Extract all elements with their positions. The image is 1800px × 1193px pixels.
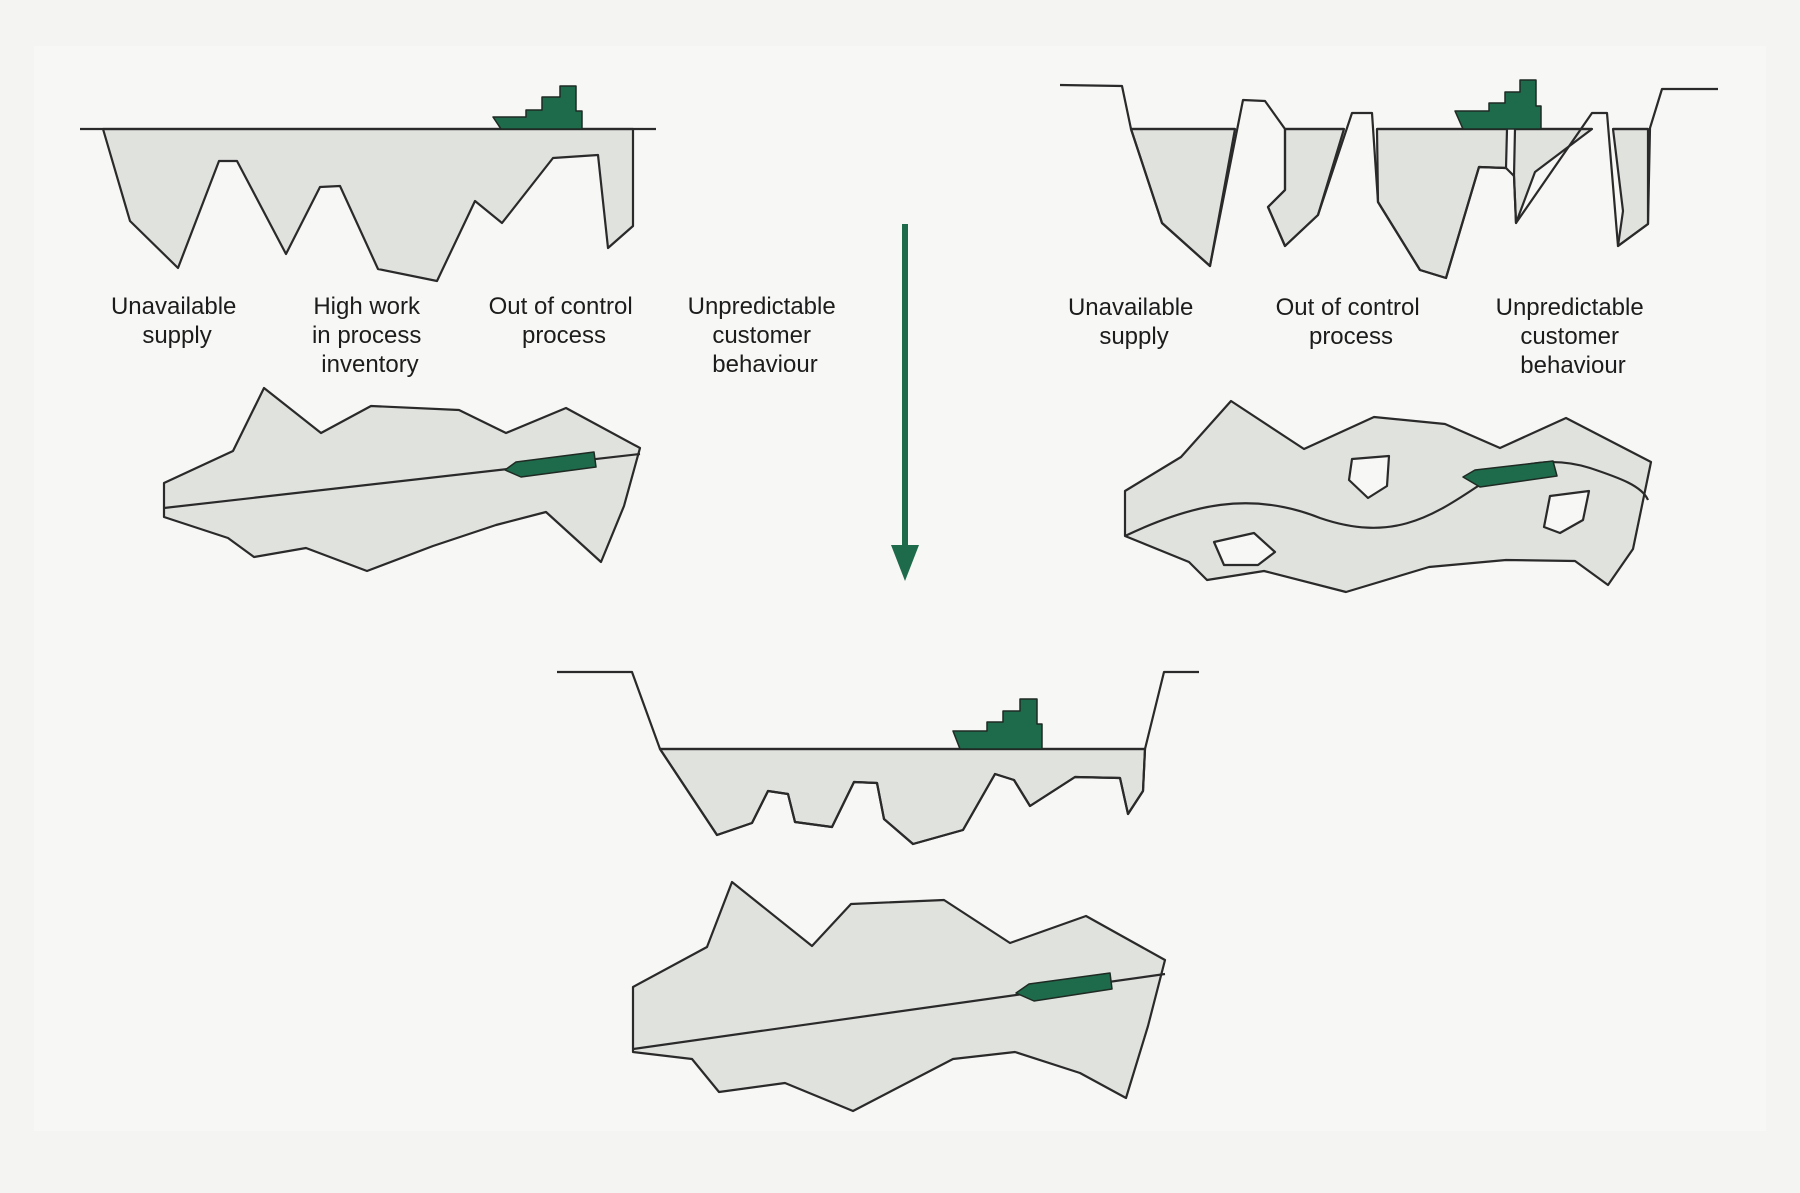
low-water-cross-section <box>1059 79 1718 280</box>
label-out-of-control-process: Out of control process <box>489 293 640 349</box>
plan-view-lake <box>631 880 1167 1113</box>
ship-icon <box>1454 79 1542 130</box>
improved-scene <box>557 670 1199 1113</box>
label-unavailable-supply: Unavailable supply <box>1068 294 1200 350</box>
down-arrow-icon <box>891 224 919 581</box>
label-out-of-control-process: Out of control process <box>1276 294 1427 350</box>
improved-cross-section <box>557 670 1199 846</box>
plan-view-lake <box>162 386 642 573</box>
boat-icon <box>504 451 597 478</box>
boat-icon <box>1462 460 1558 488</box>
water-volume <box>101 127 635 283</box>
label-unpredictable-customer-behaviour: Unpredictable customer behaviour <box>688 293 843 378</box>
label-high-work-in-process-inventory: High work in process inventory <box>312 293 428 378</box>
exposed-rock-3 <box>1212 531 1277 567</box>
low-water-scene: Unavailable supply Out of control proces… <box>1059 79 1718 594</box>
ship-icon <box>492 85 583 130</box>
right-labels: Unavailable supply Out of control proces… <box>1068 294 1651 379</box>
low-water-plan-view <box>1123 399 1653 594</box>
ship-icon <box>952 698 1043 750</box>
exposed-rock-1 <box>1347 454 1391 500</box>
label-unpredictable-customer-behaviour: Unpredictable customer behaviour <box>1496 294 1651 379</box>
boat-icon <box>1015 972 1113 1002</box>
high-water-scene: Unavailable supply High work in process … <box>80 85 843 573</box>
high-water-plan-view <box>162 386 642 573</box>
left-labels: Unavailable supply High work in process … <box>111 293 843 378</box>
lakebed-outline <box>557 670 1199 846</box>
plan-view-route <box>1124 460 1650 537</box>
exposed-rock-2 <box>1542 489 1591 535</box>
lakebed-outline <box>1059 83 1718 280</box>
high-water-cross-section <box>80 85 656 283</box>
improved-plan-view <box>631 880 1167 1113</box>
label-unavailable-supply: Unavailable supply <box>111 293 243 349</box>
